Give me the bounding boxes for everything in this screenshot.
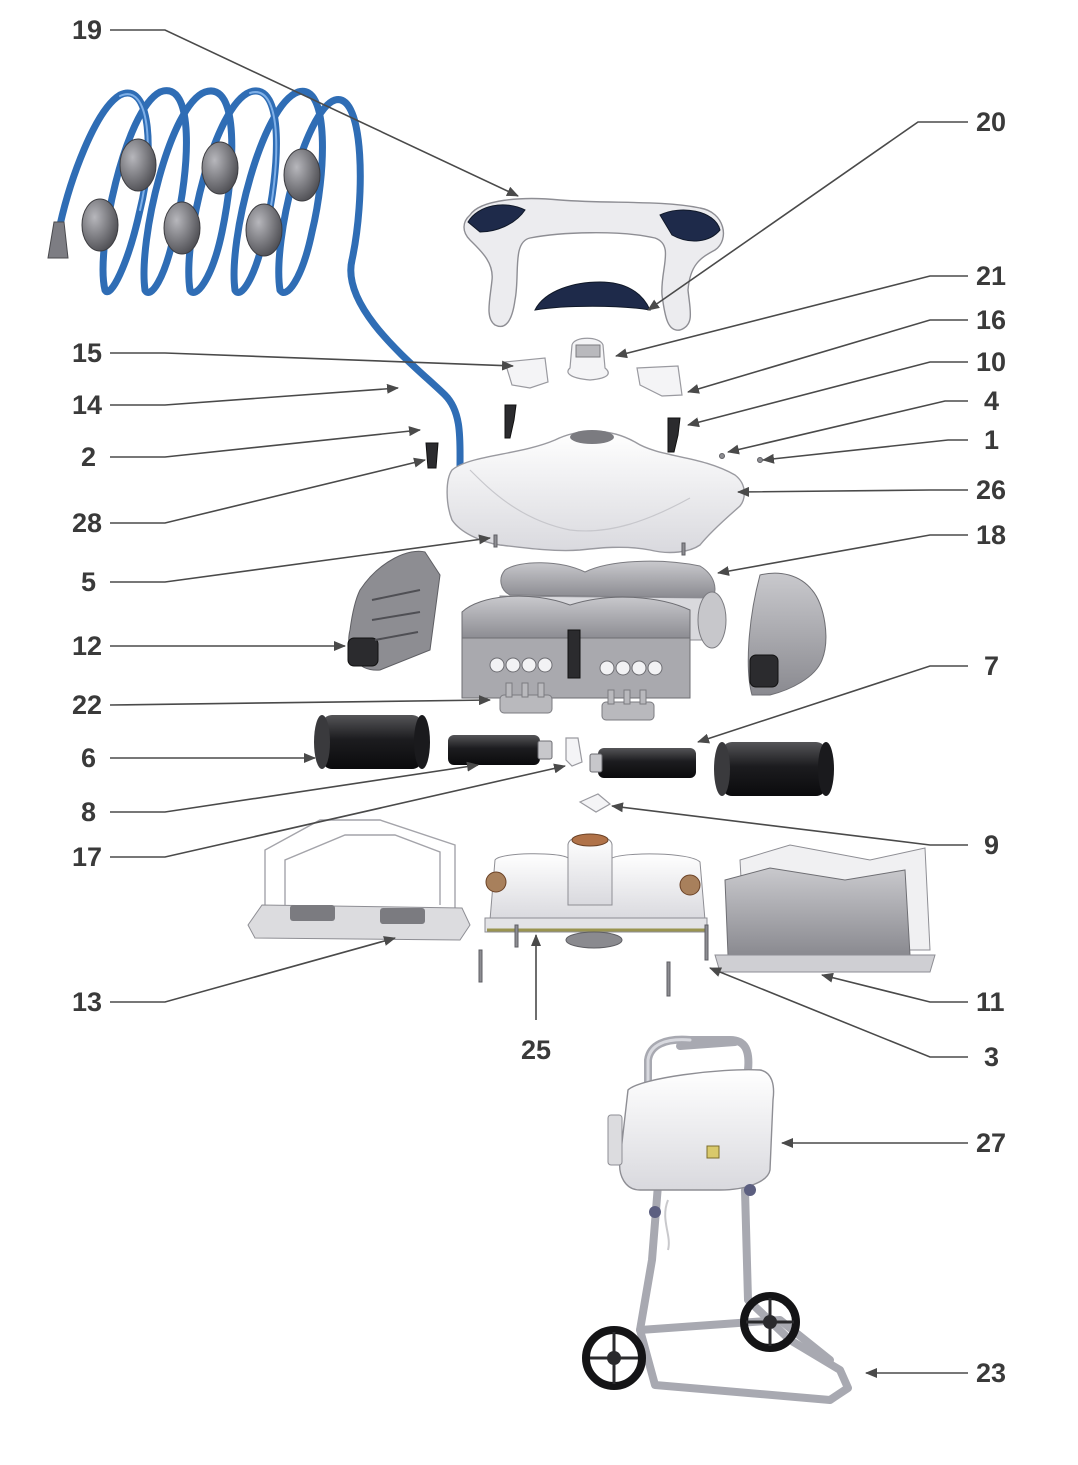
top-cover-icon — [446, 430, 745, 554]
callout-3: 3 — [984, 1042, 999, 1072]
callout-14: 14 — [72, 390, 102, 420]
leader-5 — [110, 534, 491, 583]
impeller-icon — [578, 793, 612, 813]
callout-12: 12 — [72, 631, 102, 661]
callout-6: 6 — [81, 743, 96, 773]
transport-caddy-icon — [582, 1035, 852, 1404]
callout-1: 1 — [984, 425, 999, 455]
callout-13: 13 — [72, 987, 102, 1017]
leader-21 — [615, 275, 968, 359]
connector-plates-icon — [499, 682, 655, 721]
callout-9: 9 — [984, 830, 999, 860]
motor-block-icon — [484, 833, 708, 949]
drive-shaft-right-icon — [589, 748, 696, 778]
leader-14 — [110, 383, 399, 406]
leader-10 — [687, 361, 968, 428]
leader-17 — [110, 763, 566, 858]
leader-13 — [110, 936, 396, 1003]
callout-26: 26 — [976, 475, 1006, 505]
callout-20: 20 — [976, 107, 1006, 137]
callout-15: 15 — [72, 338, 102, 368]
swivel-icon — [425, 442, 439, 469]
callout-21: 21 — [976, 261, 1006, 291]
filter-frame-icon — [247, 819, 471, 941]
brush-roller-right-icon — [714, 742, 834, 796]
leader-lines — [109, 29, 968, 1378]
callout-5: 5 — [81, 567, 96, 597]
leader-15 — [110, 352, 514, 371]
callout-25: 25 — [521, 1035, 551, 1065]
callout-28: 28 — [72, 508, 102, 538]
callout-18: 18 — [976, 520, 1006, 550]
leader-18 — [717, 534, 968, 576]
callout-22: 22 — [72, 690, 102, 720]
callout-2: 2 — [81, 442, 96, 472]
callout-numbers: 19 20 21 16 15 10 14 4 2 1 26 28 18 5 12… — [72, 15, 1006, 1388]
leader-20 — [647, 121, 968, 311]
leader-28 — [110, 457, 426, 524]
callout-16: 16 — [976, 305, 1006, 335]
callout-11: 11 — [976, 987, 1005, 1017]
callout-8: 8 — [81, 797, 96, 827]
side-panel-left-icon — [347, 550, 441, 671]
leader-9 — [611, 802, 968, 846]
latch-icon — [504, 404, 681, 453]
leader-22 — [109, 695, 491, 706]
callout-23: 23 — [976, 1358, 1006, 1388]
leader-11 — [821, 972, 968, 1003]
callout-7: 7 — [984, 651, 999, 681]
clip-left-icon — [504, 357, 549, 389]
leader-26 — [737, 486, 968, 497]
leader-8 — [110, 761, 479, 813]
leader-3 — [709, 967, 968, 1058]
leader-16 — [687, 319, 968, 394]
screws-base-icon — [478, 924, 709, 997]
body-chassis-icon — [461, 595, 691, 699]
handle-insert-icon — [534, 281, 651, 311]
leader-2 — [110, 426, 421, 458]
clip-right-icon — [636, 365, 683, 397]
leader-19 — [110, 29, 519, 197]
bearing-clip-icon — [565, 737, 583, 767]
callout-19: 19 — [72, 15, 102, 45]
callout-10: 10 — [976, 347, 1006, 377]
pins-icon — [493, 534, 686, 556]
side-panel-right-icon — [747, 572, 827, 696]
callout-27: 27 — [976, 1128, 1006, 1158]
hose-with-floats-icon — [47, 87, 464, 472]
callout-17: 17 — [72, 842, 102, 872]
leader-4 — [727, 400, 968, 455]
brush-roller-left-icon — [314, 715, 430, 769]
leader-7 — [697, 665, 968, 744]
handle-icon — [463, 197, 725, 331]
callout-4: 4 — [984, 386, 999, 416]
drive-shaft-left-icon — [448, 735, 553, 765]
screws-small-icon — [719, 453, 763, 463]
filter-bag-icon — [714, 844, 936, 973]
top-cap-icon — [567, 337, 609, 381]
leader-1 — [762, 439, 968, 464]
